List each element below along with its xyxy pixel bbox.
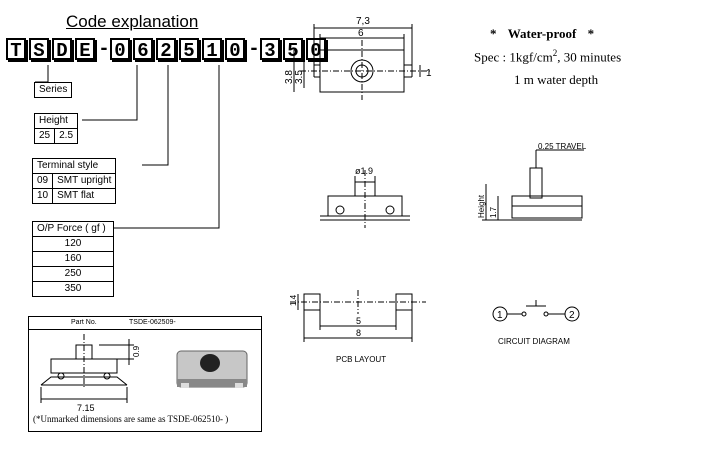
circuit-label: CIRCUIT DIAGRAM [498,337,570,346]
force-value: 350 [32,281,114,297]
pcb-layout-drawing: 1.4 5 8 PCB LAYOUT [290,290,426,364]
code-char: D [52,38,72,62]
code-explanation-title: Code explanation [66,12,199,31]
part-box: Part No. TSDE-062509- 7.15 0.9 (*Unmarke… [28,316,262,432]
star-icon: * [490,26,497,41]
dim-width-outer: 7,3 [356,16,370,27]
dim-height-b: 3.5 [294,70,305,84]
pcb-pad-dim: 1.4 [290,294,298,306]
code-char: 5 [283,38,303,62]
terminal-desc: SMT flat [52,188,117,204]
code-char: 5 [179,38,199,62]
code-char: 0 [306,38,326,62]
code-char: 0 [225,38,245,62]
height-table: Height 25 2.5 [33,113,79,144]
part-value: TSDE-062509- [129,319,176,326]
series-label: Series [33,82,73,98]
dim-width-inner: 6 [358,28,364,39]
star-icon: * [587,26,595,41]
code-dash: - [98,38,110,60]
water-depth: 1 m water depth [514,72,599,87]
code-dash: - [248,38,260,60]
force-value: 160 [32,251,114,267]
terminal-label: Terminal style [31,158,117,174]
force-value: 250 [32,266,114,282]
series-box: Series [33,82,73,98]
dim-travel: 0.25 TRAVEL [538,142,587,151]
force-value: 120 [32,236,114,252]
height-value: 2.5 [54,128,79,144]
pcb-outer-dim: 8 [356,328,361,338]
part-dim-height: 0.9 [132,345,141,357]
part-code: T S D E - 0 6 2 5 1 0 - 3 5 0 [6,38,329,62]
code-char: 1 [202,38,222,62]
terminal-code: 10 [31,188,54,204]
part-dim-width: 7.15 [77,403,95,413]
terminal-desc: SMT upright [52,173,117,189]
pcb-inner-dim: 5 [356,316,361,326]
part-label: Part No. [71,319,97,326]
terminal-table: Terminal style 09 SMT upright 10 SMT fla… [31,158,117,204]
spec-sup: 2 [552,48,558,58]
circuit-node-1: 1 [497,310,503,321]
dim-height-label: Height [477,194,486,218]
circuit-diagram: 1 2 CIRCUIT DIAGRAM [492,300,580,346]
code-char: T [6,38,26,62]
side-view-drawing: 0.25 TRAVEL Height 1.7 [477,142,587,221]
pcb-label: PCB LAYOUT [336,355,386,364]
dim-side-height: 1.7 [489,206,498,218]
waterproof-spec: Spec : 1kgf/cm2, 30 minutes [474,48,621,65]
waterproof-title: * Water-proof * [490,26,594,42]
spec-tail: , 30 minutes [557,49,622,65]
circuit-node-2: 2 [569,310,575,321]
dim-side: 1 [426,68,432,79]
waterproof-label: Water-proof [507,26,577,41]
height-label: Height [33,113,79,129]
code-char: E [75,38,95,62]
front-view-drawing: ø1.9 [320,166,410,228]
top-view-drawing: 7,3 6 3.8 3.5 1 [284,16,432,100]
dim-height-a: 3.8 [284,70,295,84]
height-value: 25 [33,128,56,144]
part-footnote: (*Unmarked dimensions are same as TSDE-0… [33,414,229,424]
part-drawing: 7.15 0.9 [40,334,248,413]
code-char: S [29,38,49,62]
dim-diameter: ø1.9 [355,166,373,176]
force-table: O/P Force ( gf ) 120 160 250 350 [32,221,114,297]
force-label: O/P Force ( gf ) [32,221,114,237]
code-char: 2 [156,38,176,62]
code-char: 0 [110,38,130,62]
terminal-code: 09 [31,173,54,189]
spec-text: Spec : 1kgf/cm [474,49,553,65]
code-char: 6 [133,38,153,62]
code-char: 3 [260,38,280,62]
